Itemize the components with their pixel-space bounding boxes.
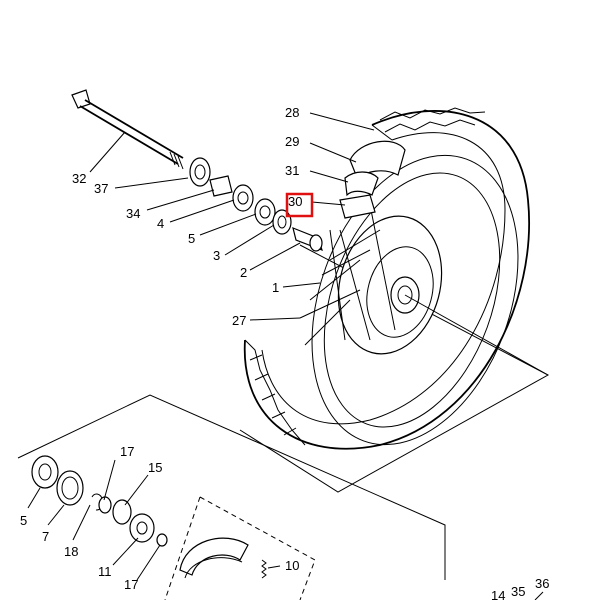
callout-17-upper: 17 <box>120 444 134 459</box>
callout-15: 15 <box>148 460 162 475</box>
spokes <box>299 204 396 346</box>
rear-tire <box>243 107 530 450</box>
brake-shoe <box>179 537 249 579</box>
small-washer <box>156 533 168 547</box>
lower-bearing <box>31 455 59 489</box>
callout-34: 34 <box>126 206 140 221</box>
callout-3: 3 <box>213 248 220 263</box>
callout-29: 29 <box>285 134 299 149</box>
callout-5: 5 <box>188 231 195 246</box>
callout-32: 32 <box>72 171 86 186</box>
callout-30: 30 <box>288 194 302 209</box>
bearing-3 <box>272 209 292 235</box>
callout-18: 18 <box>64 544 78 559</box>
callout-1: 1 <box>272 280 279 295</box>
callout-10: 10 <box>285 558 299 573</box>
drive-gear <box>129 513 155 543</box>
callout-2: 2 <box>240 265 247 280</box>
callout-31: 31 <box>285 163 299 178</box>
gear-plate <box>112 499 132 525</box>
callout-35: 35 <box>511 584 525 599</box>
bearing-1 <box>232 184 254 212</box>
spacer <box>209 175 233 197</box>
lower-oil-seal <box>56 470 84 506</box>
rim-band <box>344 171 379 197</box>
callout-11: 11 <box>98 564 112 579</box>
clip-washer <box>98 496 112 514</box>
callout-36: 36 <box>535 576 549 591</box>
oil-seal <box>189 157 211 187</box>
wheel-rim <box>311 154 519 446</box>
axle <box>71 89 184 170</box>
valve-piece <box>339 194 376 219</box>
wheel-hub <box>337 215 549 376</box>
bearing-2 <box>254 198 276 226</box>
callout-4: 4 <box>157 216 164 231</box>
brake-box <box>164 496 316 600</box>
callout-5-lower: 5 <box>20 513 27 528</box>
callout-37: 37 <box>94 181 108 196</box>
highlight-box <box>285 192 314 218</box>
lower-box <box>17 394 446 580</box>
callout-labels: 28 29 31 30 32 37 34 4 5 3 2 1 27 17 15 … <box>20 105 549 600</box>
callout-27: 27 <box>232 313 246 328</box>
callout-14: 14 <box>491 588 505 600</box>
hub-spacer <box>292 227 323 252</box>
brake-spring <box>261 559 267 579</box>
callout-17-lower: 17 <box>124 577 138 592</box>
callout-7: 7 <box>42 529 49 544</box>
callout-28: 28 <box>285 105 299 120</box>
leader-lines <box>27 112 544 600</box>
